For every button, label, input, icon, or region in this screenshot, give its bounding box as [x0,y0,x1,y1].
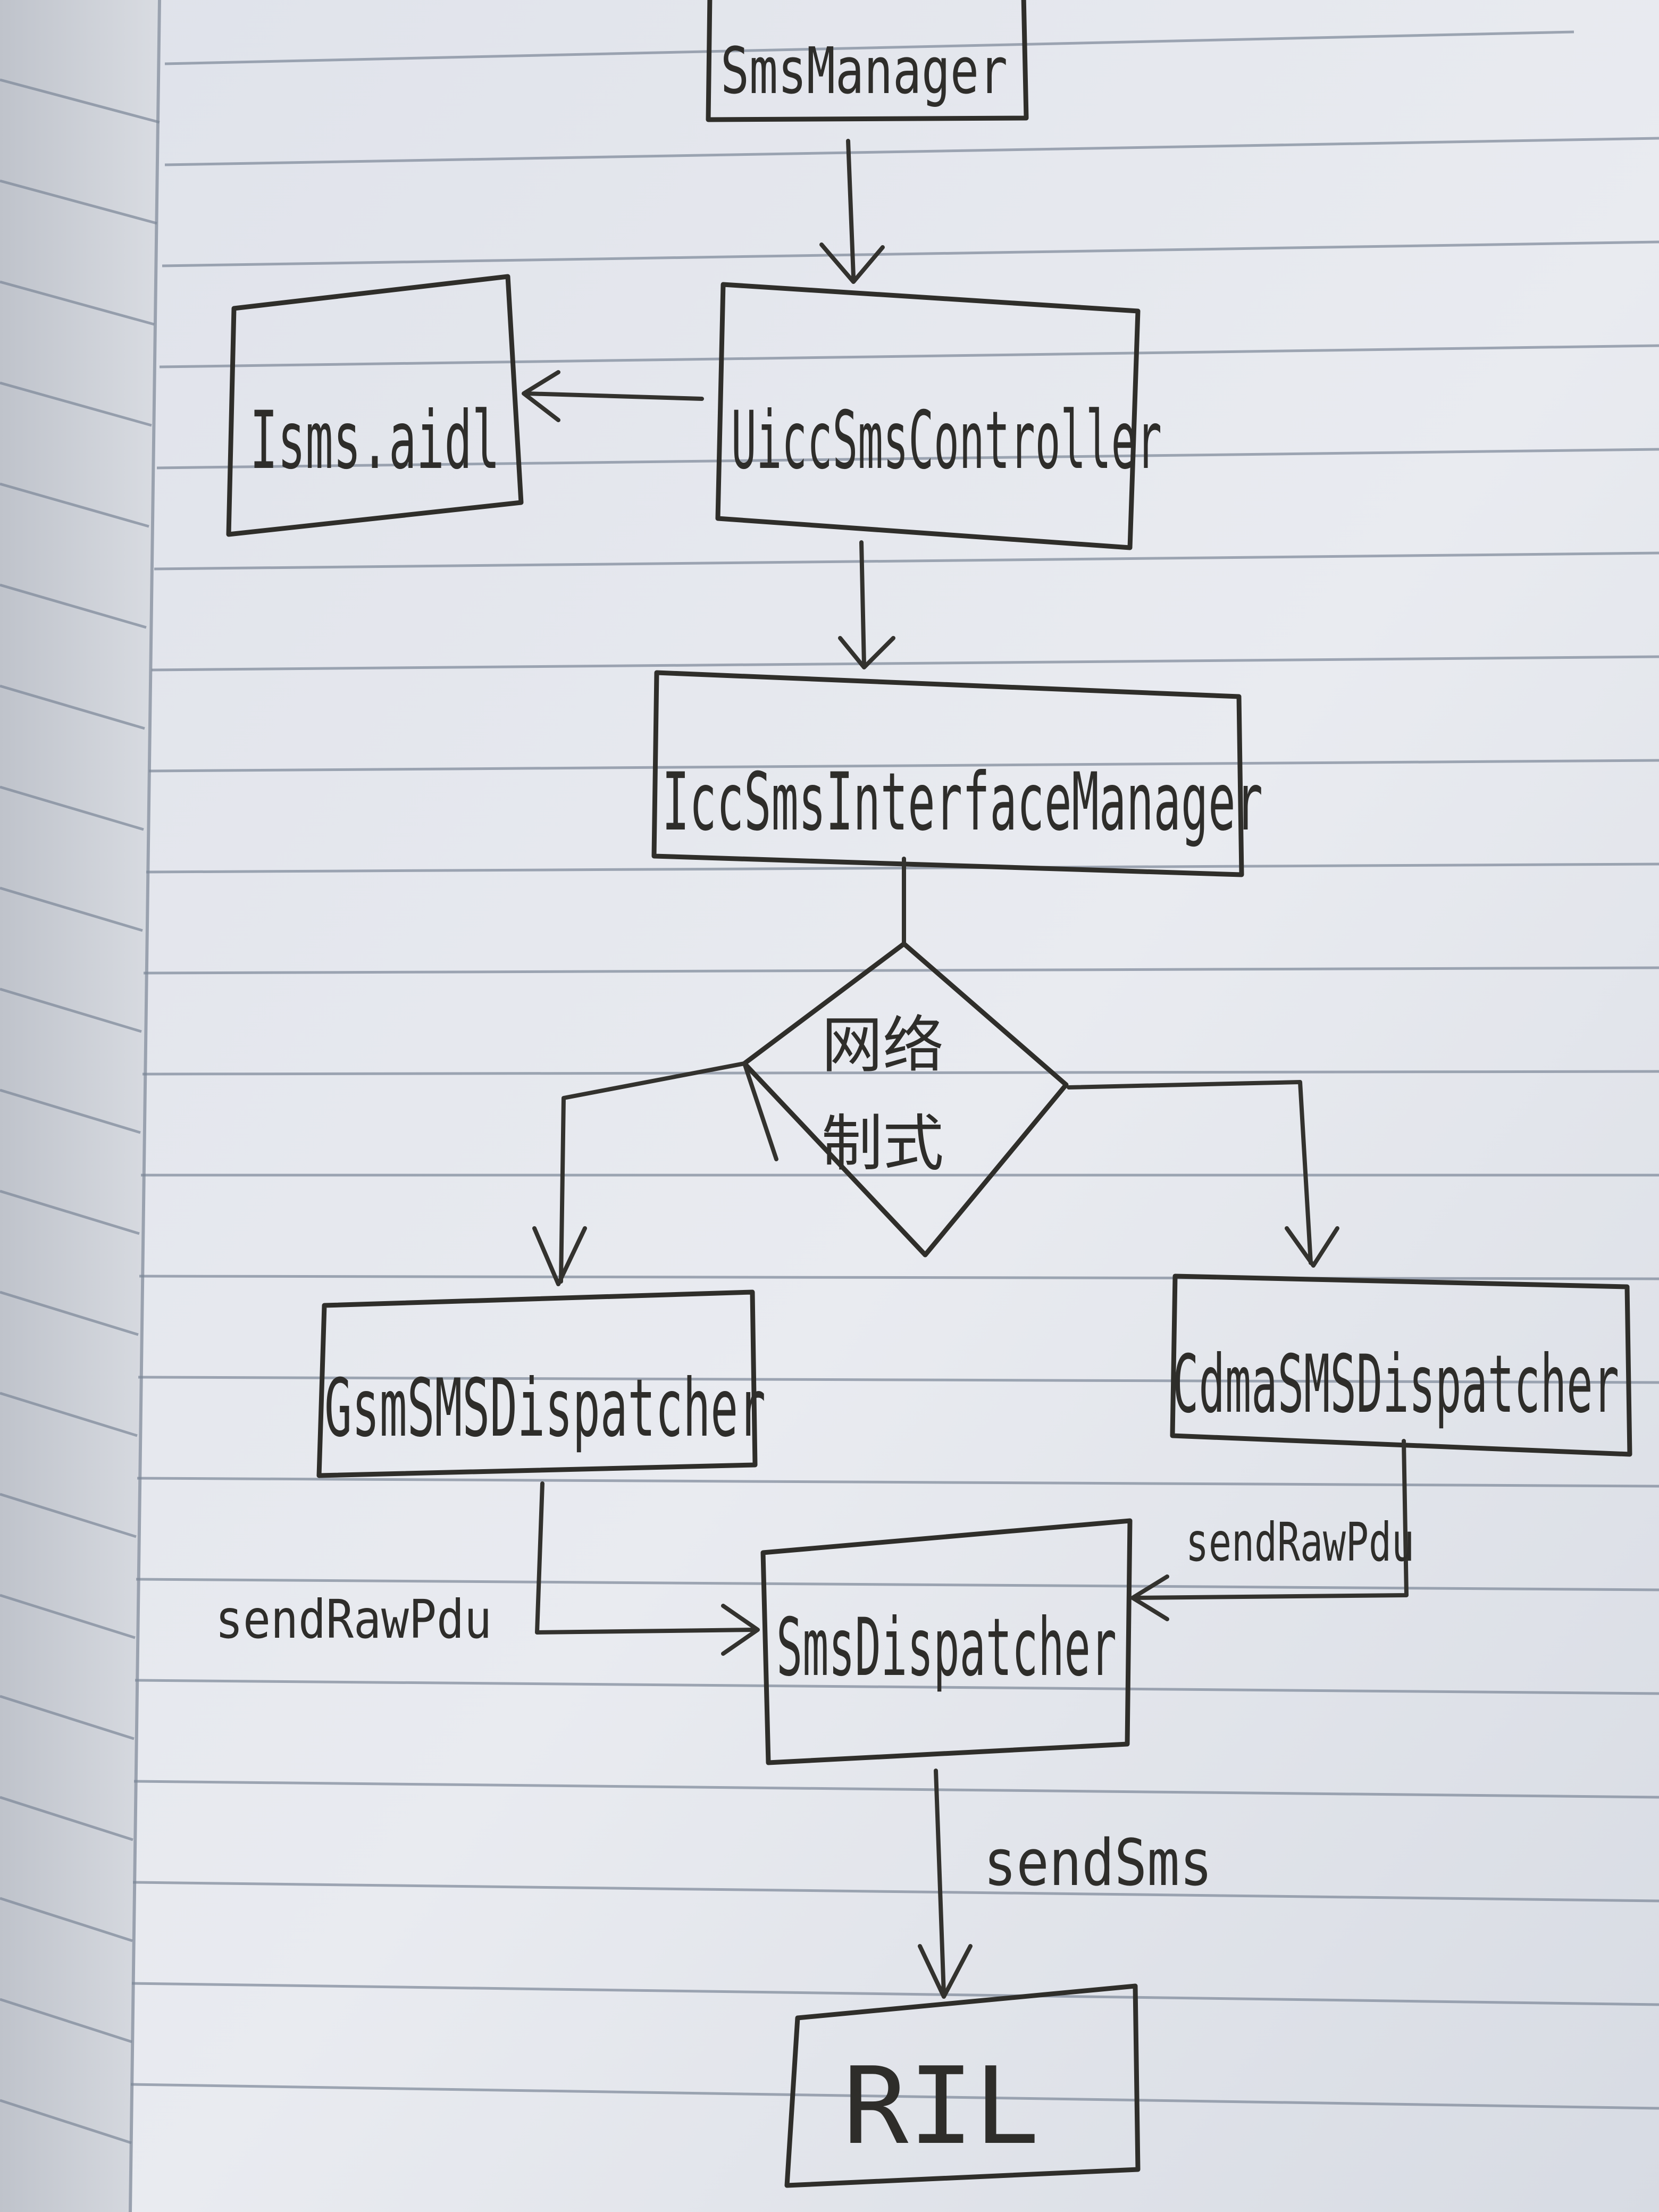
edge-controller-to-aidl [522,370,704,422]
node-cdma-dispatcher: CdmaSMSDispatcher [1170,1273,1632,1457]
node-ril: RIL [784,1983,1141,2188]
node-sms-dispatcher: SmsDispatcher [760,1518,1133,1765]
edge-decision-to-cdma [1067,1080,1339,1268]
left-page [0,0,160,2212]
node-gsm-dispatcher-label: GsmSMSDispatcher [324,1362,766,1455]
node-isms-aidl-label: Isms.aidl [250,395,500,487]
edge-cdma-to-sms [1130,1439,1409,1621]
node-sms-dispatcher-label: SmsDispatcher [776,1602,1117,1694]
node-decision: 网络 制式 [742,941,1069,1258]
node-decision-line2: 制式 [822,1108,944,1179]
edge-manager-to-controller [819,139,885,284]
edge-controller-to-interface [838,540,895,669]
node-gsm-dispatcher: GsmSMSDispatcher [316,1289,766,1478]
edge-gsm-to-sms [535,1481,760,1656]
node-ril-label: RIL [843,2045,1040,2168]
node-decision-line1: 网络 [822,1010,944,1081]
node-icc-interface-manager: IccSmsInterfaceManager [651,670,1263,877]
edge-label-cdma-sendrawpdu: sendRawPdu [1186,1511,1414,1573]
node-sms-manager: SmsManager [706,0,1029,122]
edge-decision-to-gsm [532,1061,778,1286]
edge-label-gsm-sendrawpdu: sendRawPdu [215,1588,492,1650]
edge-sms-to-ril [918,1769,973,1999]
node-uicc-controller: UiccSmsController [715,282,1162,550]
edge-label-sendsms: sendSms [984,1826,1212,1900]
node-isms-aidl: Isms.aidl [226,274,524,537]
spine-line [129,0,161,2212]
node-cdma-dispatcher-label: CdmaSMSDispatcher [1172,1338,1619,1431]
left-page-lines [0,78,160,2144]
node-sms-manager-label: SmsManager [720,35,1008,108]
node-uicc-controller-label: UiccSmsController [731,395,1162,487]
node-icc-interface-manager-label: IccSmsInterfaceManager [662,756,1263,849]
